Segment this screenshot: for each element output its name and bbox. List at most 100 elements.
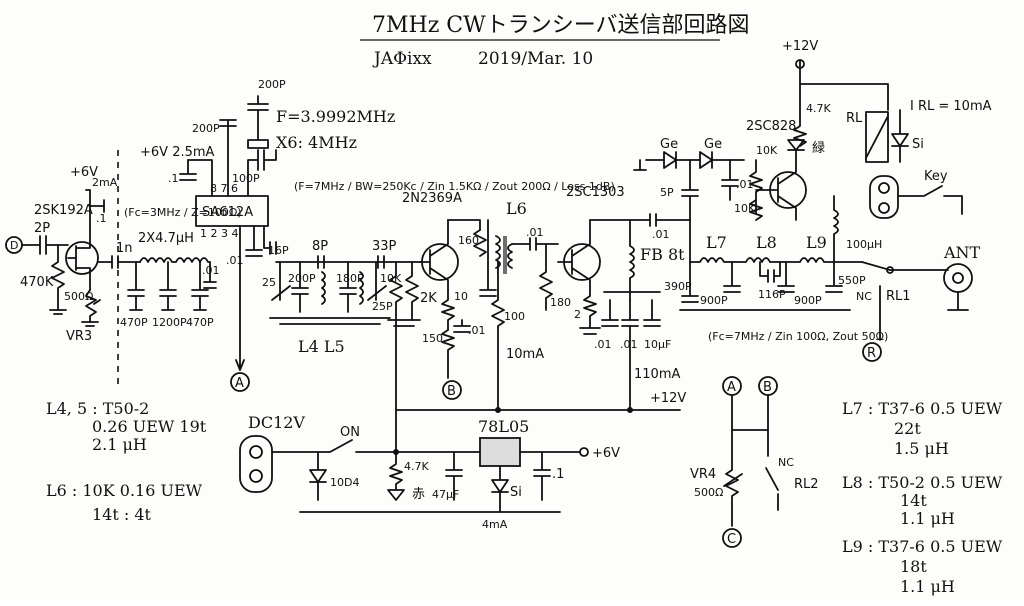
cap-33p (377, 255, 385, 269)
note-l45-c: 2.1 μH (92, 435, 147, 454)
fet-body (65, 241, 99, 275)
fet-bypass (89, 199, 105, 213)
cap-900p-a-label: 900P (700, 294, 728, 307)
rl2-label: RL2 (794, 477, 819, 492)
cap-200p-c-label: 200P (288, 272, 316, 285)
res-180 (539, 243, 553, 311)
cap-47uf-label: 47μF (432, 488, 459, 501)
regulator-78l05 (479, 437, 521, 467)
irl-label: I RL = 10mA (910, 99, 992, 114)
freq-label: F=3.9992MHz (276, 107, 395, 126)
note-l7-b: 22t (894, 419, 921, 438)
filter-ground (269, 317, 391, 325)
res-47k-label: 4.7K (806, 102, 831, 115)
res-2k-label: 2K (420, 291, 437, 306)
marker-a2: A (727, 380, 736, 395)
coil-2x47-label: 2X4.7μH (138, 231, 194, 246)
xtal-label: X6: 4MHz (276, 133, 357, 152)
cap-10uf (643, 299, 661, 327)
cap-10uf-label: 10μF (644, 338, 671, 351)
res-10 (441, 289, 455, 331)
ground-sym-2 (81, 321, 99, 327)
trim-25 (271, 261, 291, 301)
fb-label: FB 8t (640, 245, 685, 264)
key-jack-pin2 (878, 202, 890, 214)
note-l6-a: L6 : 10K 0.16 UEW (46, 481, 203, 500)
v12-top-node (795, 59, 805, 69)
gate-resistor (51, 244, 65, 311)
cur-110ma-label: 110mA (634, 367, 680, 382)
ant-label: ANT (943, 243, 981, 262)
note-l8-b: 14t (900, 491, 927, 510)
rl1-label: RL1 (886, 289, 911, 304)
vr3-label: VR3 (66, 329, 92, 344)
cap-5p (681, 159, 699, 221)
key-jack (869, 175, 899, 219)
cap-01f-label: .01 (594, 338, 612, 351)
cap-01-q1 (479, 219, 497, 297)
l4l5-label: L4 L5 (298, 337, 345, 356)
res-150 (441, 329, 455, 361)
marker-r-circle (862, 342, 882, 362)
mixer-pins-bot: 1 2 3 4 (200, 227, 238, 240)
vr500-label: 500Ω (64, 290, 93, 303)
dc12-label: DC12V (248, 413, 305, 432)
note-l8-a: L8 : T50-2 0.5 UEW (842, 473, 1003, 492)
q1-label: 2N2369A (402, 191, 462, 206)
junction-1 (495, 407, 501, 413)
cap-200p-b-label: 200P (258, 78, 286, 91)
cap-200p-c (291, 261, 309, 313)
mixer-label: SA612A (202, 205, 253, 220)
cap-900p-a (723, 261, 741, 293)
cap-01d (511, 237, 559, 251)
fb-choke (629, 219, 635, 301)
res-10k (389, 261, 403, 321)
input-cap (21, 235, 69, 255)
cap-01f (601, 299, 619, 327)
q3-leads (755, 149, 797, 221)
cap-01a-label: .01 (202, 264, 220, 277)
note-l7-a: L7 : T37-6 0.5 UEW (842, 399, 1003, 418)
cap-47uf (445, 451, 463, 501)
res-47k-b-label: 4.7K (404, 460, 429, 473)
note-l6-b: 14t : 4t (92, 505, 152, 524)
marker-b-circle (442, 380, 462, 400)
q2-leads (557, 219, 591, 297)
cap-01g-label: .01 (620, 338, 638, 351)
res-10k-b (749, 159, 763, 215)
led-green-label: 緑 (812, 141, 825, 156)
cap-2p-label: 2P (34, 221, 50, 236)
mixer-bypass (179, 159, 197, 181)
cap-1200p (159, 261, 177, 311)
marker-r: R (867, 346, 876, 361)
cap-116p (759, 261, 781, 283)
relay-coil-slash (865, 115, 889, 159)
v6-out-label: +6V (592, 446, 620, 461)
mixer-ic (195, 195, 269, 227)
cap-01d-label: .01 (526, 226, 544, 239)
vr4-pot (725, 395, 739, 527)
diode-10d4 (309, 451, 327, 501)
cap-16p (263, 225, 277, 255)
fet-drain-supply (85, 189, 91, 231)
l6-core (503, 236, 507, 274)
cap-1n-label: 1n (116, 241, 133, 256)
cap-01i (533, 451, 551, 501)
diode-si (891, 109, 909, 163)
l6-secondary (507, 243, 513, 269)
coil-100uh-label: 100μH (846, 238, 882, 251)
cap-470p-a-label: 470P (120, 316, 148, 329)
cap-900p-b (777, 261, 795, 293)
cur-10ma-label: 10mA (506, 347, 544, 362)
q2-label: 2SC1303 (566, 185, 625, 200)
vr4-label: VR4 (690, 467, 716, 482)
title: 7MHz CWトランシーバ送信部回路図 (372, 13, 750, 38)
v6-top-label: +6V (70, 165, 98, 180)
marker-c: C (727, 532, 736, 547)
junction-2 (627, 407, 633, 413)
note-l45-b: 0.26 UEW 19t (92, 417, 207, 436)
cap-01a (203, 261, 217, 289)
coil-l5 (359, 271, 364, 305)
cap-33p-label: 33P (372, 239, 397, 254)
